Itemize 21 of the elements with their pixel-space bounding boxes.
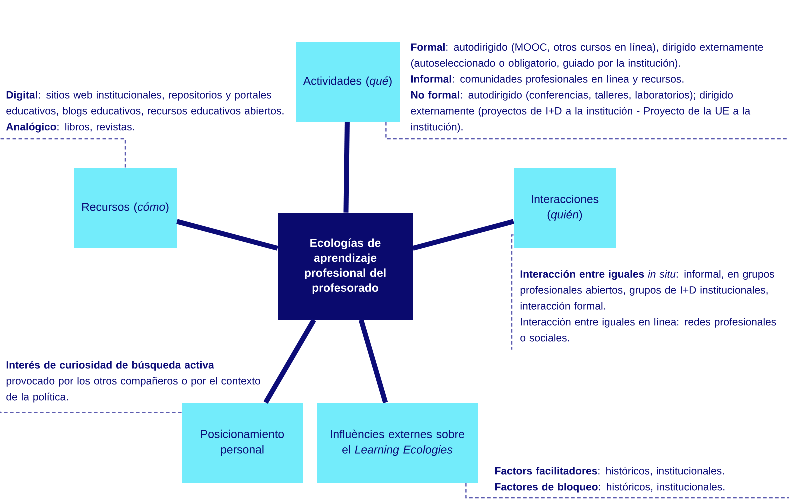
category-box: Actividades (qué)	[296, 42, 400, 122]
topic-box: Ecologías de aprendizaje profesional del profesorado	[278, 213, 413, 320]
leader-line	[386, 122, 789, 140]
category-box: Interacciones (quién)	[514, 168, 616, 248]
category-box: Recursos (cómo)	[74, 168, 177, 248]
note-text: Interacción entre iguales in situ: informal, en grupos profesionales abiertos, grupos de I+D institucionales, interacción formal. Interacción entre iguales en línea: redes profesionales o sociales.	[520, 270, 776, 342]
note-text: Factors facilitadores: históricos, institucionales. Factores de bloqueo: históricos, institucionales.	[496, 466, 725, 493]
category-box: Influències externes sobre el Learning Ecologies	[317, 403, 478, 483]
note-text: Formal: autodirigido (MOOC, otros cursos en línea), dirigido externamente (autoseleccionado o obligatorio, guiado por la institución). Informal: comunidades profesionales en línea y recursos. No formal: autodirigido (conferencias, talleres, laboratorios); dirigido externamente (proyectos de I+D a la institución - Proyecto de la UE a la institución).	[411, 43, 764, 133]
connector-line	[358, 319, 388, 404]
leader-line	[0, 410, 182, 414]
note-text: Interés de curiosidad de búsqueda activa provocado por los otros compañeros o por el contexto de la política.	[6, 361, 260, 403]
connector-line	[412, 219, 514, 251]
leader-line	[0, 138, 126, 168]
note-text: Digital: sitios web institucionales, repositorios y portales educativos, blogs educativos, recursos educativos abiertos. Analógico: libros, revistas.	[6, 91, 284, 133]
leader-line	[511, 234, 514, 350]
connector-line	[344, 122, 350, 213]
connector-line	[264, 318, 316, 404]
leader-line	[466, 483, 789, 499]
category-box: Posicionamiento personal	[182, 403, 303, 483]
connector-line	[176, 219, 278, 251]
